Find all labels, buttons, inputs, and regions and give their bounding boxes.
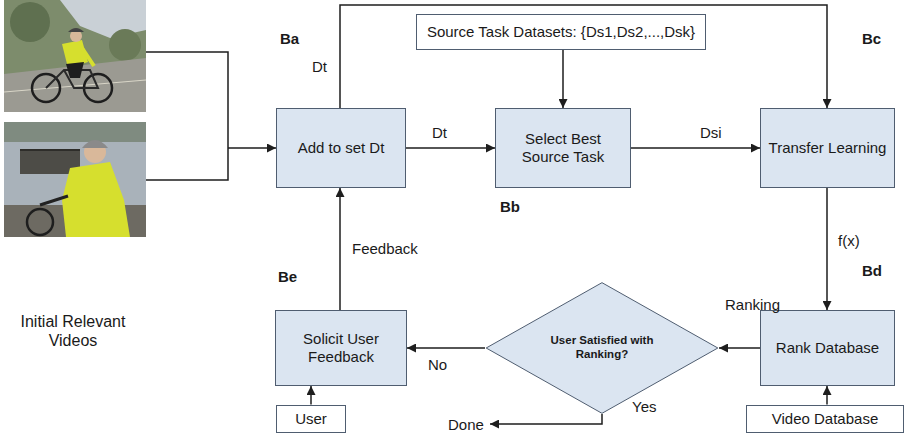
cyclist-road-photo bbox=[4, 0, 146, 112]
edge-label: No bbox=[428, 356, 447, 374]
process-box: Select Best Source Task bbox=[495, 108, 631, 188]
edge-label: Ranking bbox=[725, 296, 780, 314]
callout-label: Bb bbox=[500, 198, 520, 216]
source-box: Source Task Datasets: {Ds1,Ds2,...,Dsk} bbox=[416, 14, 706, 50]
input-box: Video Database bbox=[746, 405, 904, 433]
node-text: Select Best Source Task bbox=[502, 130, 624, 166]
caption-label: Initial Relevant Videos bbox=[8, 312, 138, 350]
node-text: Rank Database bbox=[776, 339, 879, 357]
callout-label: Bc bbox=[862, 30, 881, 48]
callout-label: Bd bbox=[862, 262, 882, 280]
edge-label: Dt bbox=[432, 124, 447, 142]
flow-arrow bbox=[339, 188, 341, 310]
edge-label: Dsi bbox=[700, 124, 722, 142]
flow-arrow bbox=[826, 386, 828, 405]
node-text: Source Task Datasets: {Ds1,Ds2,...,Dsk} bbox=[427, 23, 695, 41]
flow-arrow bbox=[340, 5, 827, 108]
node-text: Add to set Dt bbox=[298, 139, 385, 157]
process-box: Solicit User Feedback bbox=[275, 310, 407, 386]
done-arrow bbox=[490, 414, 602, 424]
process-box: Transfer Learning bbox=[760, 108, 895, 188]
flow-arrow bbox=[631, 147, 760, 149]
decision-diamond: User Satisfied with Ranking? bbox=[485, 282, 719, 414]
branch-label: Yes bbox=[632, 398, 656, 416]
cyclist-lake-photo bbox=[4, 122, 146, 237]
node-text: User Satisfied with Ranking? bbox=[546, 334, 658, 362]
edge-label: Dt bbox=[312, 58, 327, 76]
process-box: Add to set Dt bbox=[276, 108, 406, 188]
process-box: Rank Database bbox=[760, 310, 895, 386]
photo-feed-line bbox=[146, 52, 276, 180]
flow-arrow bbox=[562, 50, 564, 108]
callout-label: Be bbox=[278, 268, 297, 286]
flow-arrow bbox=[826, 188, 828, 310]
node-text: Solicit User Feedback bbox=[282, 330, 400, 366]
node-text: Video Database bbox=[772, 410, 878, 428]
edge-label: f(x) bbox=[838, 232, 860, 250]
callout-label: Ba bbox=[280, 30, 299, 48]
node-text: User bbox=[295, 410, 327, 428]
flow-arrow bbox=[310, 386, 312, 405]
node-text: Transfer Learning bbox=[769, 139, 887, 157]
input-box: User bbox=[276, 405, 346, 433]
edge-label: Feedback bbox=[352, 240, 418, 258]
flow-arrow bbox=[719, 347, 760, 349]
flow-arrow bbox=[407, 347, 485, 349]
terminal-label: Done bbox=[448, 416, 484, 434]
flow-arrow bbox=[406, 147, 495, 149]
